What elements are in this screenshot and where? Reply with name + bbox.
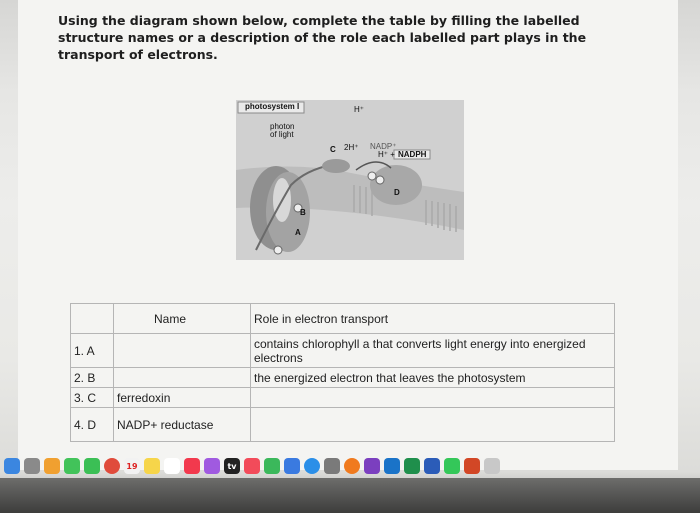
name-cell[interactable] bbox=[113, 367, 251, 388]
numbers-icon[interactable] bbox=[264, 458, 280, 474]
table-header-row: Name Role in electron transport bbox=[70, 303, 615, 334]
calendar-icon[interactable]: 19 bbox=[124, 458, 140, 474]
header-cell-number bbox=[70, 303, 114, 334]
finder-icon[interactable] bbox=[4, 458, 20, 474]
h-plus-label: H⁺ bbox=[354, 105, 364, 114]
answer-table: Name Role in electron transport 1. A con… bbox=[70, 303, 615, 442]
role-cell[interactable] bbox=[250, 407, 615, 442]
row-number-cell: 4. D bbox=[70, 407, 114, 442]
trash-icon[interactable] bbox=[484, 458, 500, 474]
header-cell-role: Role in electron transport bbox=[250, 303, 615, 334]
label-b: B bbox=[300, 208, 306, 217]
music-icon[interactable] bbox=[184, 458, 200, 474]
nadp-label: NADP⁺ bbox=[370, 142, 397, 151]
launchpad-icon[interactable] bbox=[24, 458, 40, 474]
table-row: 2. B the energized electron that leaves … bbox=[70, 367, 615, 388]
facetime-green-icon[interactable] bbox=[444, 458, 460, 474]
keynote-icon[interactable] bbox=[284, 458, 300, 474]
document-page: Using the diagram shown below, complete … bbox=[18, 0, 678, 470]
excel-icon[interactable] bbox=[404, 458, 420, 474]
facetime-icon[interactable] bbox=[84, 458, 100, 474]
table-row: 1. A contains chlorophyll a that convert… bbox=[70, 333, 615, 368]
label-c: C bbox=[330, 145, 336, 154]
onenote-icon[interactable] bbox=[364, 458, 380, 474]
podcasts-icon[interactable] bbox=[204, 458, 220, 474]
news-icon[interactable] bbox=[244, 458, 260, 474]
photosystem-diagram: photosystem I photon of light C 2H⁺ NADP… bbox=[236, 100, 464, 260]
thylakoid-membrane-illustration bbox=[236, 100, 464, 260]
reminders-icon[interactable] bbox=[164, 458, 180, 474]
label-d: D bbox=[394, 188, 400, 197]
messages-icon[interactable] bbox=[64, 458, 80, 474]
photon-label: photon bbox=[270, 122, 295, 131]
chrome-icon[interactable] bbox=[104, 458, 120, 474]
tv-icon[interactable]: tv bbox=[224, 458, 240, 474]
preferences-icon[interactable] bbox=[324, 458, 340, 474]
header-cell-name: Name bbox=[113, 303, 251, 334]
photos-icon[interactable] bbox=[44, 458, 60, 474]
powerpoint-icon[interactable] bbox=[464, 458, 480, 474]
macos-dock: 19 tv bbox=[0, 456, 700, 476]
desk-edge bbox=[0, 478, 700, 513]
outlook-icon[interactable] bbox=[384, 458, 400, 474]
role-cell[interactable]: contains chlorophyll a that converts lig… bbox=[250, 333, 615, 368]
photosystem-label: photosystem I bbox=[245, 102, 300, 111]
notes-icon[interactable] bbox=[144, 458, 160, 474]
nadph-label: NADPH bbox=[398, 150, 427, 159]
question-prompt: Using the diagram shown below, complete … bbox=[58, 13, 587, 62]
row-number-cell: 2. B bbox=[70, 367, 114, 388]
name-cell[interactable]: ferredoxin bbox=[113, 387, 251, 408]
table-row: 4. D NADP+ reductase bbox=[70, 407, 615, 442]
row-number-cell: 1. A bbox=[70, 333, 114, 368]
h-plus-nadph-label: H⁺ + bbox=[378, 150, 395, 159]
name-cell[interactable] bbox=[113, 333, 251, 368]
two-h-label: 2H⁺ bbox=[344, 143, 359, 152]
word-icon[interactable] bbox=[424, 458, 440, 474]
role-cell[interactable]: the energized electron that leaves the p… bbox=[250, 367, 615, 388]
firefox-icon[interactable] bbox=[344, 458, 360, 474]
role-cell[interactable] bbox=[250, 387, 615, 408]
table-row: 3. C ferredoxin bbox=[70, 387, 615, 408]
name-cell[interactable]: NADP+ reductase bbox=[113, 407, 251, 442]
appstore-icon[interactable] bbox=[304, 458, 320, 474]
label-a: A bbox=[295, 228, 301, 237]
of-light-label: of light bbox=[270, 130, 294, 139]
row-number-cell: 3. C bbox=[70, 387, 114, 408]
